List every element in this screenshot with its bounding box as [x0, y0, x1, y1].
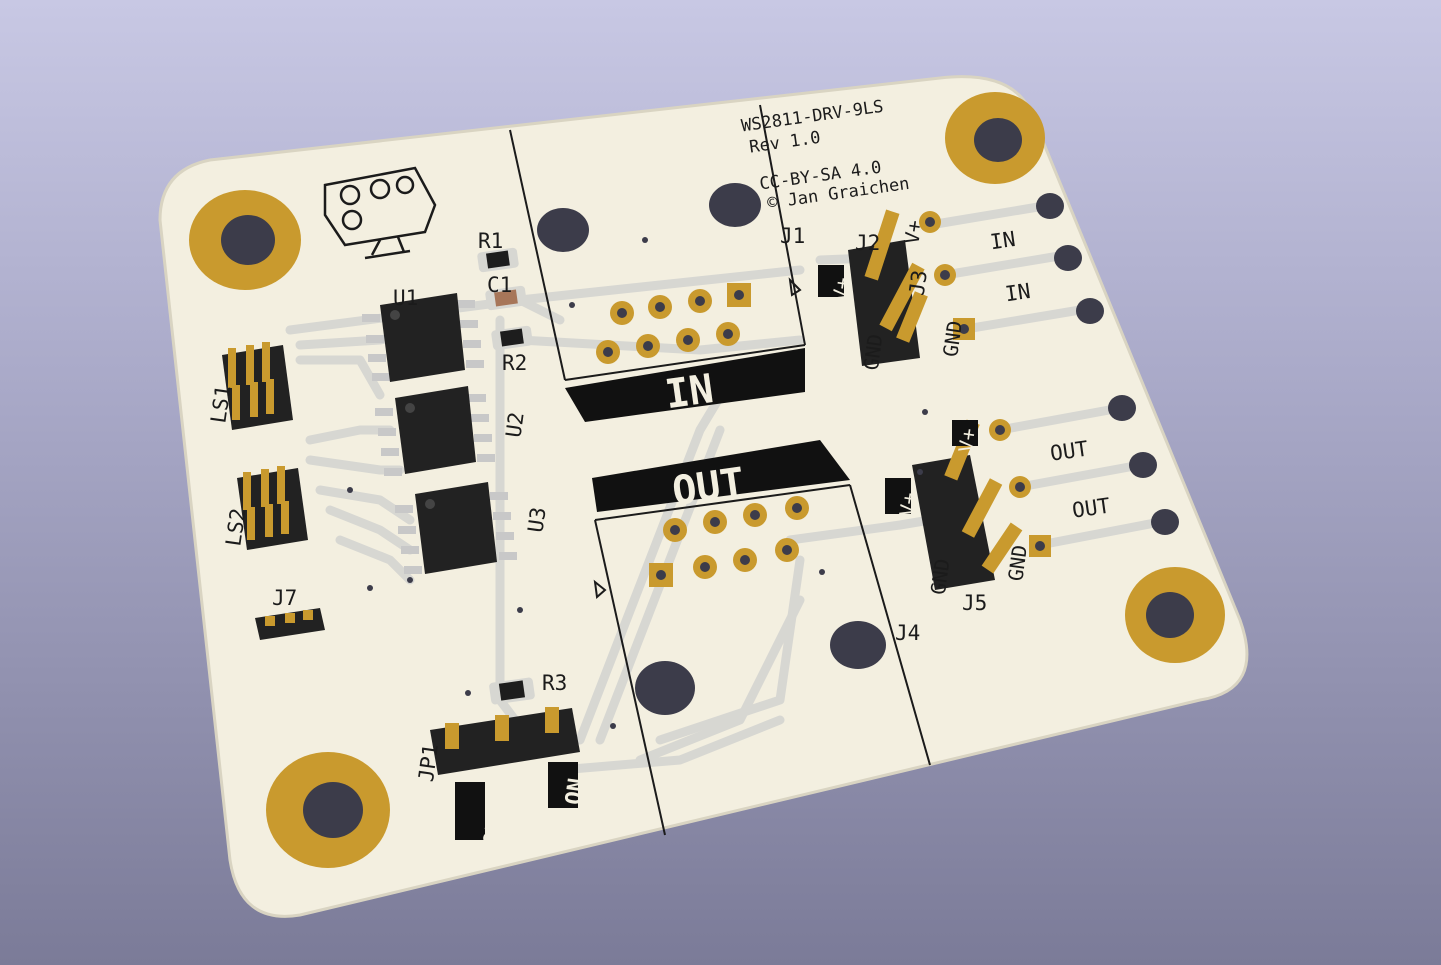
ic-u1: U1 — [362, 286, 484, 382]
capacitor-c1: C1 — [485, 273, 527, 311]
in-pin-row: IN IN — [989, 193, 1104, 324]
off-label: OFF — [480, 804, 510, 847]
out-pin-row: OUT OUT — [1049, 395, 1179, 535]
j3-label: J3 — [905, 269, 932, 297]
out-banner-text: OUT — [669, 459, 747, 515]
j1-label: J1 — [780, 224, 805, 248]
ls1-label: LS1 — [206, 384, 235, 425]
gnd-in-a: GND — [859, 333, 888, 372]
header-j7: J7 — [255, 586, 325, 640]
j5-label: J5 — [962, 591, 987, 615]
gnd-out-b: GND — [1003, 543, 1032, 582]
ic-u3: U3 — [395, 482, 551, 574]
vplus-out-b: V+ — [954, 427, 981, 454]
j1-pads — [596, 283, 751, 364]
resistor-r1: R1 — [477, 229, 519, 273]
ls2-label: LS2 — [221, 507, 250, 548]
rj-outline-j1 — [509, 104, 806, 381]
j7-label: J7 — [272, 586, 297, 610]
ic-u2: U2 — [375, 386, 529, 476]
in-banner: IN — [565, 348, 805, 422]
resistor-r2: R2 — [491, 325, 533, 375]
jp1-label: JP1 — [414, 742, 443, 783]
gnd-out-a: GND — [926, 557, 955, 596]
mounting-holes — [189, 92, 1225, 868]
j2-label: J2 — [855, 231, 880, 255]
u2-label: U2 — [501, 411, 528, 439]
in-label-1: IN — [989, 227, 1017, 254]
gnd-in-b: GND — [938, 319, 967, 358]
c1-label: C1 — [487, 273, 512, 297]
on-label: ON — [561, 777, 589, 807]
j4-pads — [649, 496, 809, 587]
u3-label: U3 — [523, 506, 550, 534]
vias — [347, 237, 928, 729]
resistor-r3: R3 — [489, 671, 567, 705]
vplus-out-a: V+ — [895, 491, 922, 518]
u1-label: U1 — [393, 286, 418, 310]
logo — [323, 166, 437, 260]
r2-label: R2 — [502, 351, 527, 375]
header-ls1: LS1 — [206, 342, 293, 430]
header-j2-j3: J2 J3 V+ V+ GND GND J1 — [780, 209, 975, 372]
jumper-jp1: JP1 OFF ON — [414, 707, 590, 847]
out-label-2: OUT — [1071, 494, 1112, 523]
r3-label: R3 — [542, 671, 567, 695]
rj-outline-j4 — [594, 484, 931, 836]
j4-label: J4 — [895, 621, 920, 645]
out-label-1: OUT — [1049, 437, 1090, 466]
in-banner-text: IN — [662, 366, 716, 418]
r1-label: R1 — [478, 229, 503, 253]
vplus-in-b: V+ — [899, 218, 926, 245]
vplus-in-a: V+ — [828, 276, 855, 303]
header-j5: V+ V+ GND GND J5 J4 — [593, 419, 1051, 645]
out-banner: OUT — [592, 440, 850, 515]
in-label-2: IN — [1004, 279, 1032, 306]
header-ls2: LS2 — [221, 466, 308, 550]
